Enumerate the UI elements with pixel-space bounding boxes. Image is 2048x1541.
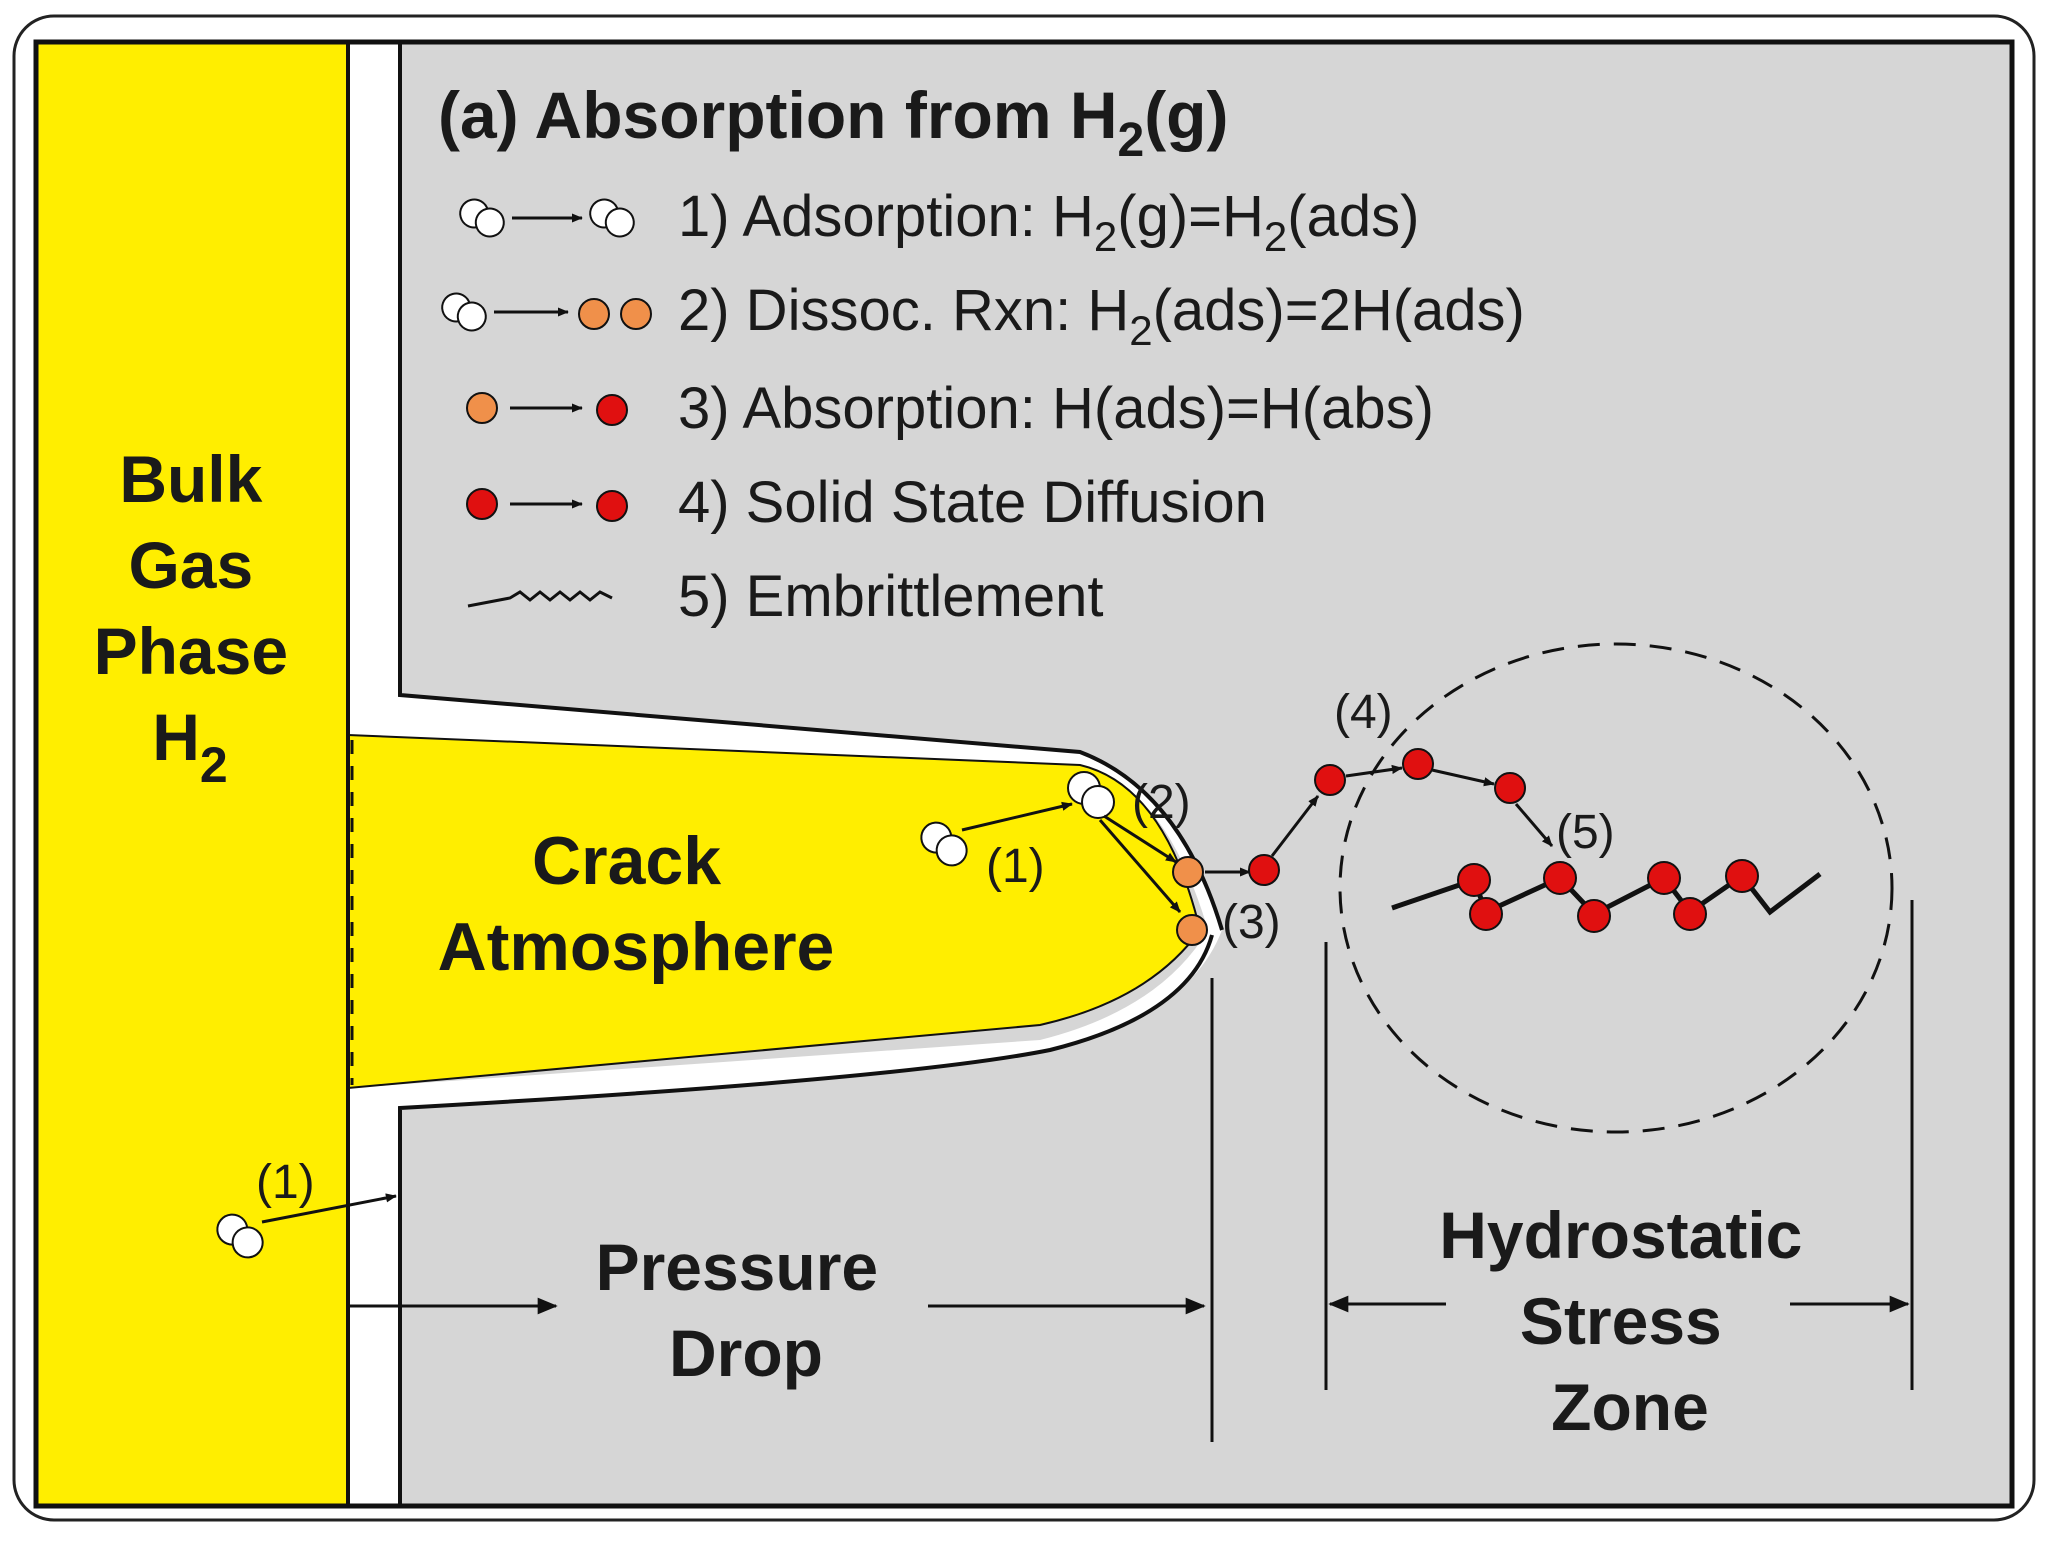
legend: 1) Adsorption: H2(g)=H2(ads) 2) Dissoc. … (441, 184, 1525, 629)
embrittlement-crack-path (1391, 872, 1822, 918)
h2-molecule-crack (920, 821, 968, 867)
diffusion-arrow-3 (1431, 768, 1495, 787)
hydrostatic-zone-label: Hydrostatic Stress Zone (1439, 1198, 1820, 1444)
diffusion-arrow-4 (1514, 803, 1554, 847)
upper-metal-outline (398, 42, 1224, 931)
inner-border (33, 39, 2015, 1509)
legend-label-1: 1) Adsorption: H2(g)=H2(ads) (678, 184, 1419, 260)
crack-zigzag-icon (467, 590, 613, 608)
step-2-label: (2) (1132, 776, 1191, 829)
legend-label-4: 4) Solid State Diffusion (678, 470, 1267, 535)
trapped-h-atom (1469, 897, 1503, 931)
trapped-h-atom (1673, 897, 1707, 931)
adsorbed-h-atom (1176, 914, 1208, 946)
absorbed-h-atom-icon (596, 394, 628, 426)
legend-row-3: 3) Absorption: H(ads)=H(abs) (466, 376, 1434, 441)
absorbed-h-atom (1314, 764, 1346, 796)
step-1-crack-label: (1) (986, 840, 1045, 893)
adsorbed-h-atom-icon (620, 298, 652, 330)
wall-adsorption-arrow (261, 1193, 397, 1224)
step-5-label: (5) (1556, 806, 1615, 859)
adsorbed-h2-atom (1081, 785, 1115, 819)
absorbed-h-atom-icon (466, 488, 498, 520)
h2-adsorbed-icon (589, 198, 635, 238)
hydrostatic-stress-circle (1338, 642, 1894, 1134)
adsorbed-h-atom-icon (466, 392, 498, 424)
dissociation-arrow-1 (1103, 814, 1177, 864)
legend-row-5: 5) Embrittlement (467, 564, 1103, 629)
legend-row-2: 2) Dissoc. Rxn: H2(ads)=2H(ads) (441, 278, 1525, 354)
absorbed-h-atom-icon (596, 490, 628, 522)
absorbed-h-atom (1402, 748, 1434, 780)
legend-row-4: 4) Solid State Diffusion (466, 470, 1267, 535)
h2-molecule-wall (216, 1213, 264, 1259)
lower-metal-outline (398, 934, 1214, 1506)
crack-adsorption-arrow (961, 801, 1073, 832)
step-1-wall-label: (1) (256, 1156, 315, 1209)
diffusion-arrow-1 (1270, 795, 1320, 857)
trapped-h-atom (1457, 863, 1491, 897)
adsorbed-h-atom (1172, 856, 1204, 888)
trapped-h-atom (1725, 859, 1759, 893)
legend-label-2: 2) Dissoc. Rxn: H2(ads)=2H(ads) (678, 278, 1525, 354)
diffusion-arrow-2 (1345, 764, 1403, 778)
crack-atmosphere-label: Crack Atmosphere (438, 823, 835, 985)
adsorbed-h-atom-icon (578, 298, 610, 330)
pressure-drop-label: Pressure Drop (596, 1230, 897, 1390)
legend-row-1: 1) Adsorption: H2(g)=H2(ads) (459, 184, 1419, 260)
step-3-label: (3) (1222, 896, 1281, 949)
absorbed-h-atom (1248, 854, 1280, 886)
trapped-h-atom (1543, 861, 1577, 895)
bulk-gas-column (36, 42, 348, 1506)
trapped-h-atom (1647, 861, 1681, 895)
h2-molecule-icon (459, 198, 505, 238)
bulk-gas-label: Bulk Gas Phase H2 (94, 442, 307, 793)
step-4-label: (4) (1334, 686, 1393, 739)
trapped-h-atom (1577, 899, 1611, 933)
h2-molecule-icon (441, 292, 487, 332)
absorbed-h-atom (1494, 772, 1526, 804)
dissociation-arrow-2 (1098, 819, 1182, 913)
panel-title: (a) Absorption from H2(g) (438, 78, 1228, 167)
legend-label-3: 3) Absorption: H(ads)=H(abs) (678, 376, 1434, 441)
legend-label-5: 5) Embrittlement (678, 564, 1103, 629)
